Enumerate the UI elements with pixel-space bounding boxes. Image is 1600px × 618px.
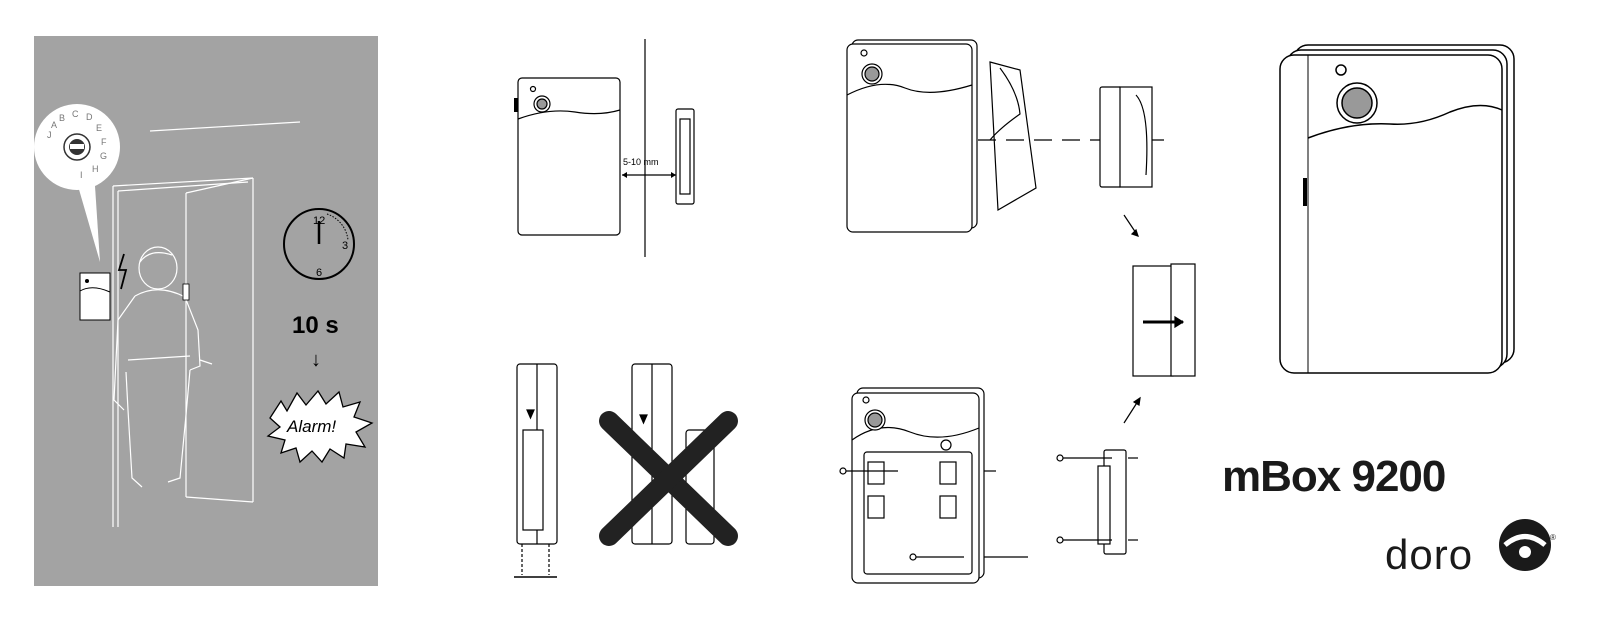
adhesive-mount-diagram — [846, 39, 1165, 233]
alignment-correct-diagram — [514, 363, 558, 578]
distance-label: 5-10 mm — [623, 157, 659, 167]
alarm-burst-icon — [266, 389, 374, 464]
registered-mark: ® — [1550, 533, 1556, 542]
dial-letter-f: F — [101, 137, 107, 147]
delay-text: 10 s — [292, 312, 339, 339]
dial-letter-i: I — [80, 170, 83, 180]
alarm-text: Alarm! — [286, 417, 336, 436]
dial-letter-c: C — [72, 109, 79, 119]
sensor-front-diagram — [1132, 263, 1196, 377]
dial-letter-e: E — [96, 123, 102, 133]
dial-letter-d: D — [86, 112, 93, 122]
clock-number-3: 3 — [342, 240, 348, 252]
product-illustration — [1279, 44, 1515, 374]
clock-number-12: 12 — [313, 215, 325, 227]
door-illustration — [112, 121, 301, 527]
cross-out-icon — [599, 411, 738, 546]
distance-diagram — [514, 39, 695, 257]
clock-number-6: 6 — [316, 267, 322, 279]
down-arrow-icon: ↓ — [311, 349, 321, 371]
dial-letter-a: A — [51, 120, 57, 130]
screw-icon — [839, 454, 1138, 561]
product-name: mBox 9200 — [1222, 452, 1446, 501]
dial-letter-g: G — [100, 151, 107, 161]
dial-letter-h: H — [92, 164, 99, 174]
alarm-unit-small — [79, 272, 190, 321]
code-dial-icon — [940, 439, 952, 451]
dial-letter-j: J — [47, 130, 52, 140]
screw-mount-diagram — [851, 387, 1127, 584]
dial-letter-b: B — [59, 113, 65, 123]
person-illustration — [113, 246, 213, 488]
dial-letters: A B C D E F G H I J — [47, 109, 107, 180]
lightning-icon — [117, 253, 128, 290]
clock-icon: 12 3 6 — [283, 208, 355, 280]
brand-name: doro — [1385, 531, 1474, 578]
code-dial-callout — [34, 104, 120, 262]
arrow-icon — [1123, 214, 1141, 424]
